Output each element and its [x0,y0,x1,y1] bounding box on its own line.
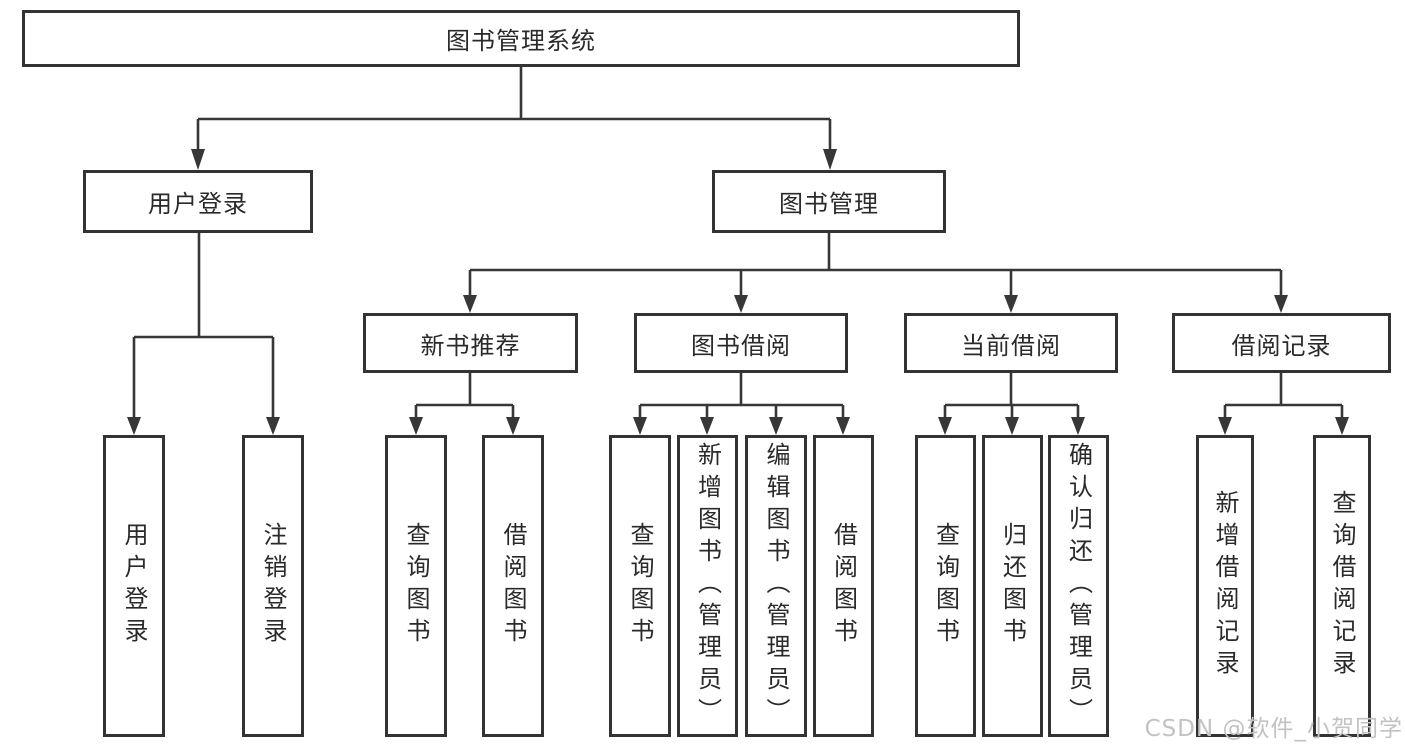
leaf-borrow-book: 借阅图书 [813,435,874,737]
leaf-confirm-return-admin-label: 确认归还（管理员） [1064,442,1093,730]
leaf-add-book-admin-label: 新增图书（管理员） [693,442,722,730]
leaf-logout-label: 注销登录 [259,522,287,650]
leaf-query-book-current: 查询图书 [915,435,976,737]
leaf-user-login-label: 用户登录 [120,522,148,650]
leaf-add-book-admin: 新增图书（管理员） [677,435,738,737]
node-user-login: 用户登录 [83,170,313,233]
leaf-query-borrow-record: 查询借阅记录 [1313,435,1371,737]
leaf-query-borrow-record-label: 查询借阅记录 [1328,490,1356,682]
csdn-watermark: CSDN @软件_小贺同学 [1144,716,1403,742]
leaf-query-book-borrow-label: 查询图书 [626,522,654,650]
leaf-query-book-borrow: 查询图书 [609,435,671,737]
node-root: 图书管理系统 [22,10,1020,67]
leaf-add-borrow-record: 新增借阅记录 [1196,435,1254,737]
leaf-borrow-book-recommend: 借阅图书 [482,435,544,737]
leaf-edit-book-admin-label: 编辑图书（管理员） [762,442,790,730]
node-book-borrow-label: 图书借阅 [691,331,791,360]
node-new-book-recommend-label: 新书推荐 [420,331,521,360]
leaf-user-login: 用户登录 [103,435,165,737]
leaf-query-book-recommend-label: 查询图书 [402,522,430,650]
leaf-return-book-label: 归还图书 [998,522,1027,650]
leaf-edit-book-admin: 编辑图书（管理员） [745,435,807,737]
leaf-borrow-book-recommend-label: 借阅图书 [499,522,527,650]
leaf-confirm-return-admin: 确认归还（管理员） [1048,435,1109,737]
node-current-borrow-label: 当前借阅 [961,331,1061,360]
leaf-borrow-book-label: 借阅图书 [829,522,858,650]
node-book-management-label: 图书管理 [779,190,879,218]
node-current-borrow: 当前借阅 [904,313,1118,373]
leaf-logout: 注销登录 [242,435,304,737]
node-root-label: 图书管理系统 [446,27,596,55]
leaf-return-book: 归还图书 [982,435,1043,737]
node-borrow-record-label: 借阅记录 [1231,331,1332,360]
node-user-login-label: 用户登录 [148,190,248,218]
leaf-query-book-recommend: 查询图书 [385,435,447,737]
node-book-borrow: 图书借阅 [634,313,848,373]
node-borrow-record: 借阅记录 [1172,313,1391,373]
node-new-book-recommend: 新书推荐 [363,313,578,373]
node-book-management: 图书管理 [712,170,946,233]
leaf-add-borrow-record-label: 新增借阅记录 [1211,490,1239,682]
leaf-query-book-current-label: 查询图书 [931,522,960,650]
